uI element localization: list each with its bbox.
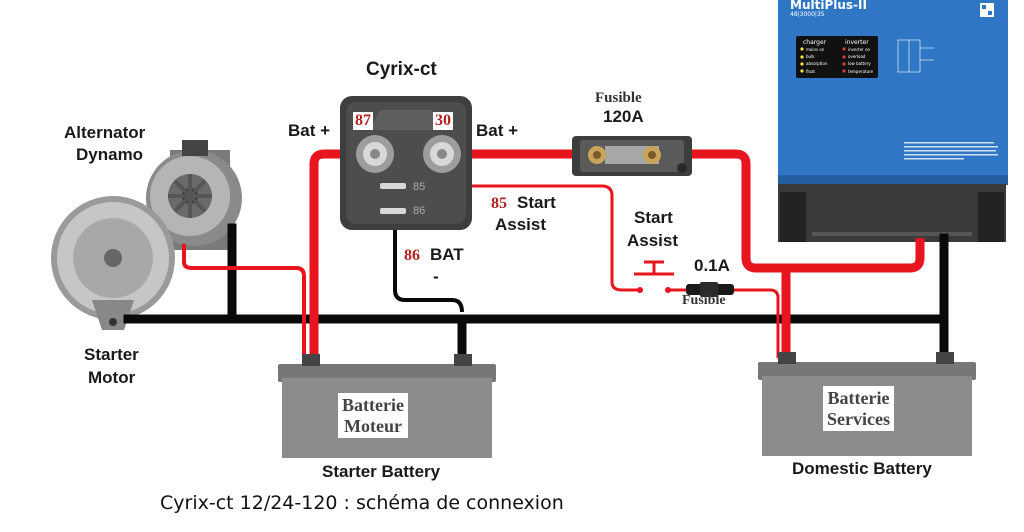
inverter-led-2: low battery	[848, 61, 871, 67]
multiplus-inverter-title: inverter	[845, 39, 869, 46]
alternator-dynamo	[146, 140, 242, 250]
bat-minus-label: -	[433, 267, 439, 286]
starter-battery-label: Starter Battery	[322, 462, 441, 481]
batterie-moteur-line1: Batterie	[342, 395, 404, 415]
diagram-caption: Cyrix-ct 12/24-120 : schéma de connexion	[160, 492, 564, 514]
alternator-positive-wire	[182, 244, 306, 356]
start-assist-relay-label-line1: Start	[517, 193, 556, 212]
inverter-led-3: temperature	[848, 68, 874, 74]
cyrix-relay	[340, 96, 472, 230]
starter-motor-label-line2: Motor	[88, 368, 136, 387]
start-assist-switch	[634, 260, 674, 293]
multiplus-inverter	[778, 0, 1008, 242]
bat-label: BAT	[430, 245, 464, 264]
start-assist-wire	[402, 184, 640, 292]
alternator-label-line2: Dynamo	[76, 145, 144, 164]
multiplus-schematic-icon	[897, 39, 934, 73]
batterie-services-label: Batterie Services	[823, 386, 894, 432]
inverter-led-0: inverter on	[848, 47, 871, 52]
multiplus-name: MultiPlus-II	[790, 0, 867, 12]
start-assist-switch-label-line2: Assist	[627, 231, 679, 250]
cyrix-title: Cyrix-ct	[366, 59, 437, 80]
charger-led-0: mains on	[806, 47, 825, 52]
fuse-0-1a-label: Fusible	[682, 293, 726, 308]
terminal-30-label: 30	[433, 112, 453, 130]
terminal-87-label: 87	[353, 112, 373, 130]
batterie-services-line1: Batterie	[827, 388, 890, 408]
starter-motor-label-line1: Starter	[84, 345, 139, 364]
multiplus-led-panel	[796, 36, 878, 78]
terminal-85-label: 85	[491, 195, 507, 212]
inverter-led-1: overload	[848, 54, 866, 60]
starter-motor	[51, 196, 175, 330]
multiplus-spec: 48|3000|35	[790, 11, 825, 18]
multiplus-vent-slots	[812, 232, 972, 236]
negative-wiring	[123, 223, 949, 360]
inline-fuse-0-1a	[686, 282, 734, 297]
start-assist-relay-label-line2: Assist	[495, 215, 547, 234]
terminal-86-label: 86	[404, 247, 420, 264]
fuse-0-1a-rating: 0.1A	[694, 256, 730, 275]
fusible-120a-rating: 120A	[603, 107, 644, 126]
relay-86-ground-wire	[393, 212, 464, 313]
charger-led-2: absorption	[806, 61, 828, 67]
fuse-to-service-wire	[732, 288, 780, 358]
multiplus-charger-title: charger	[803, 39, 827, 46]
multiplus-inverter-leds: inverter on overload low battery tempera…	[848, 46, 873, 75]
bat-plus-left-label: Bat +	[288, 121, 331, 140]
charger-led-1: bulk	[806, 54, 815, 60]
fusible-120a-label: Fusible	[595, 90, 642, 106]
start-assist-switch-label-line1: Start	[634, 208, 673, 227]
relay-85-mark: 85	[413, 181, 426, 193]
multiplus-qr-icon	[980, 3, 994, 17]
relay-86-mark: 86	[413, 205, 426, 217]
multiplus-charger-leds: mains on bulk absorption float	[806, 46, 827, 75]
multiplus-fine-print	[904, 142, 998, 160]
alternator-label-line1: Alternator	[64, 123, 146, 142]
batterie-services-line2: Services	[827, 408, 890, 429]
batterie-moteur-label: Batterie Moteur	[338, 393, 408, 439]
fuse-block-120a	[572, 136, 692, 176]
batterie-moteur-line2: Moteur	[343, 415, 402, 436]
bat-plus-right-label: Bat +	[476, 121, 519, 140]
charger-led-3: float	[806, 68, 815, 74]
domestic-battery-label: Domestic Battery	[792, 459, 932, 478]
